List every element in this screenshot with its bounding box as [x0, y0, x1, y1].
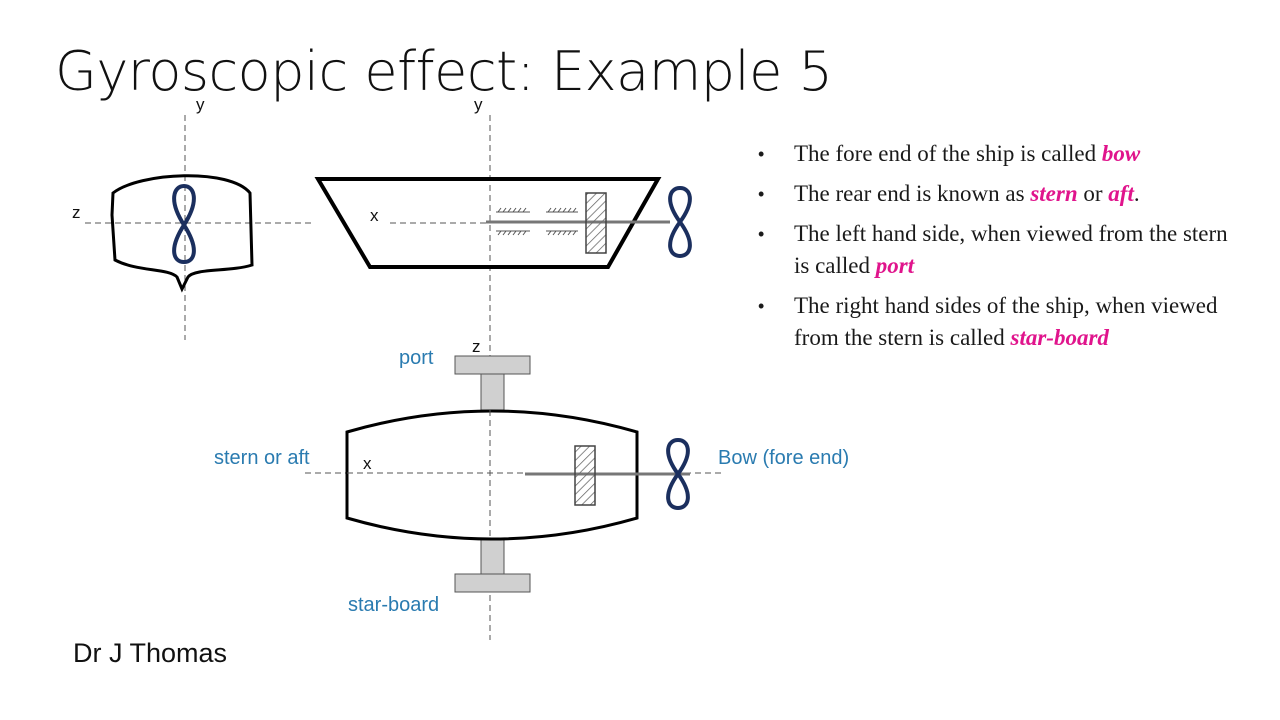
top-view: z x port star-board stern or aft Bow (fo…	[214, 337, 849, 616]
slide-title: Gyroscopic effect: Example 5	[55, 40, 833, 103]
bullet-dot-icon: •	[758, 184, 765, 204]
side-x-label: x	[370, 206, 379, 225]
port-plate	[454, 355, 531, 375]
starboard-support	[480, 537, 505, 575]
side-propeller-icon	[668, 185, 692, 259]
port-label: port	[399, 347, 434, 369]
bearing-marks	[496, 207, 578, 236]
port-support	[480, 373, 505, 411]
side-rotor	[585, 192, 607, 254]
top-propeller-icon	[666, 437, 690, 511]
bullet-item: •The rear end is known as stern or aft.	[758, 178, 1228, 210]
front-hull-outline	[110, 174, 254, 293]
bullet-dot-icon: •	[758, 224, 765, 244]
bullet-item: • The fore end of the ship is called bow	[758, 138, 1228, 170]
starboard-plate	[454, 573, 531, 593]
front-view: y z	[72, 95, 312, 340]
starboard-label: star-board	[348, 594, 439, 616]
bullet-dot-icon: •	[758, 144, 765, 164]
top-x-label: x	[363, 454, 372, 473]
front-y-label: y	[196, 95, 205, 114]
top-hull-outline	[345, 409, 639, 541]
bullet-dot-icon: •	[758, 296, 765, 316]
bullet-list: • The fore end of the ship is called bow…	[758, 138, 1228, 362]
stern-label: stern or aft	[214, 447, 310, 469]
top-z-label: z	[472, 337, 481, 356]
bow-label: Bow (fore end)	[718, 447, 849, 469]
top-rotor	[574, 445, 596, 506]
side-y-label: y	[474, 95, 483, 114]
bullet-item: •The left hand side, when viewed from th…	[758, 218, 1228, 282]
bullet-item: •The right hand sides of the ship, when …	[758, 290, 1228, 354]
front-z-label: z	[72, 203, 81, 222]
front-propeller-icon	[172, 183, 196, 265]
author-credit: Dr J Thomas	[73, 638, 228, 668]
side-hull-outline	[314, 177, 662, 269]
